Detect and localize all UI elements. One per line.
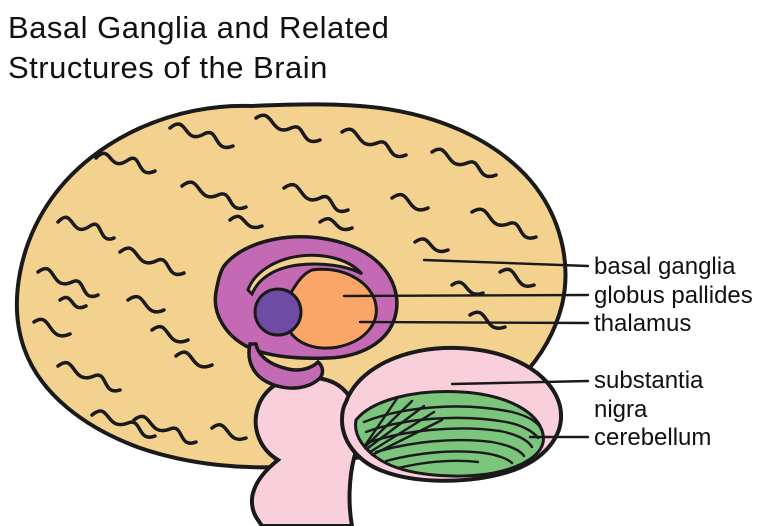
title-line-1: Basal Ganglia and Related <box>8 10 390 45</box>
title-line-2: Structures of the Brain <box>8 50 328 85</box>
basal-ganglia-tail <box>247 342 325 390</box>
globus-pallidus-circle <box>253 287 303 337</box>
leader-line-substantia-nigra <box>450 379 590 386</box>
brainstem-pons <box>249 374 361 526</box>
label-thalamus: thalamus <box>594 310 692 337</box>
thalamus-shape <box>283 267 378 350</box>
leader-lines <box>342 258 590 439</box>
label-basal-ganglia: basal ganglia <box>594 253 736 280</box>
leader-line-globus-pallides <box>342 293 590 298</box>
leader-line-basal-ganglia <box>422 258 590 268</box>
gyri-folds <box>32 113 538 445</box>
label-substantia-nigra: substantia nigra <box>594 367 704 423</box>
leader-line-thalamus <box>358 320 590 325</box>
diagram-title: Basal Ganglia and Related Structures of … <box>8 8 389 88</box>
cerebellum-folia <box>362 395 544 470</box>
label-cerebellum: cerebellum <box>594 424 712 451</box>
internal-capsule-crescent <box>246 253 364 297</box>
label-globus-pallides: globus pallides <box>594 282 753 309</box>
